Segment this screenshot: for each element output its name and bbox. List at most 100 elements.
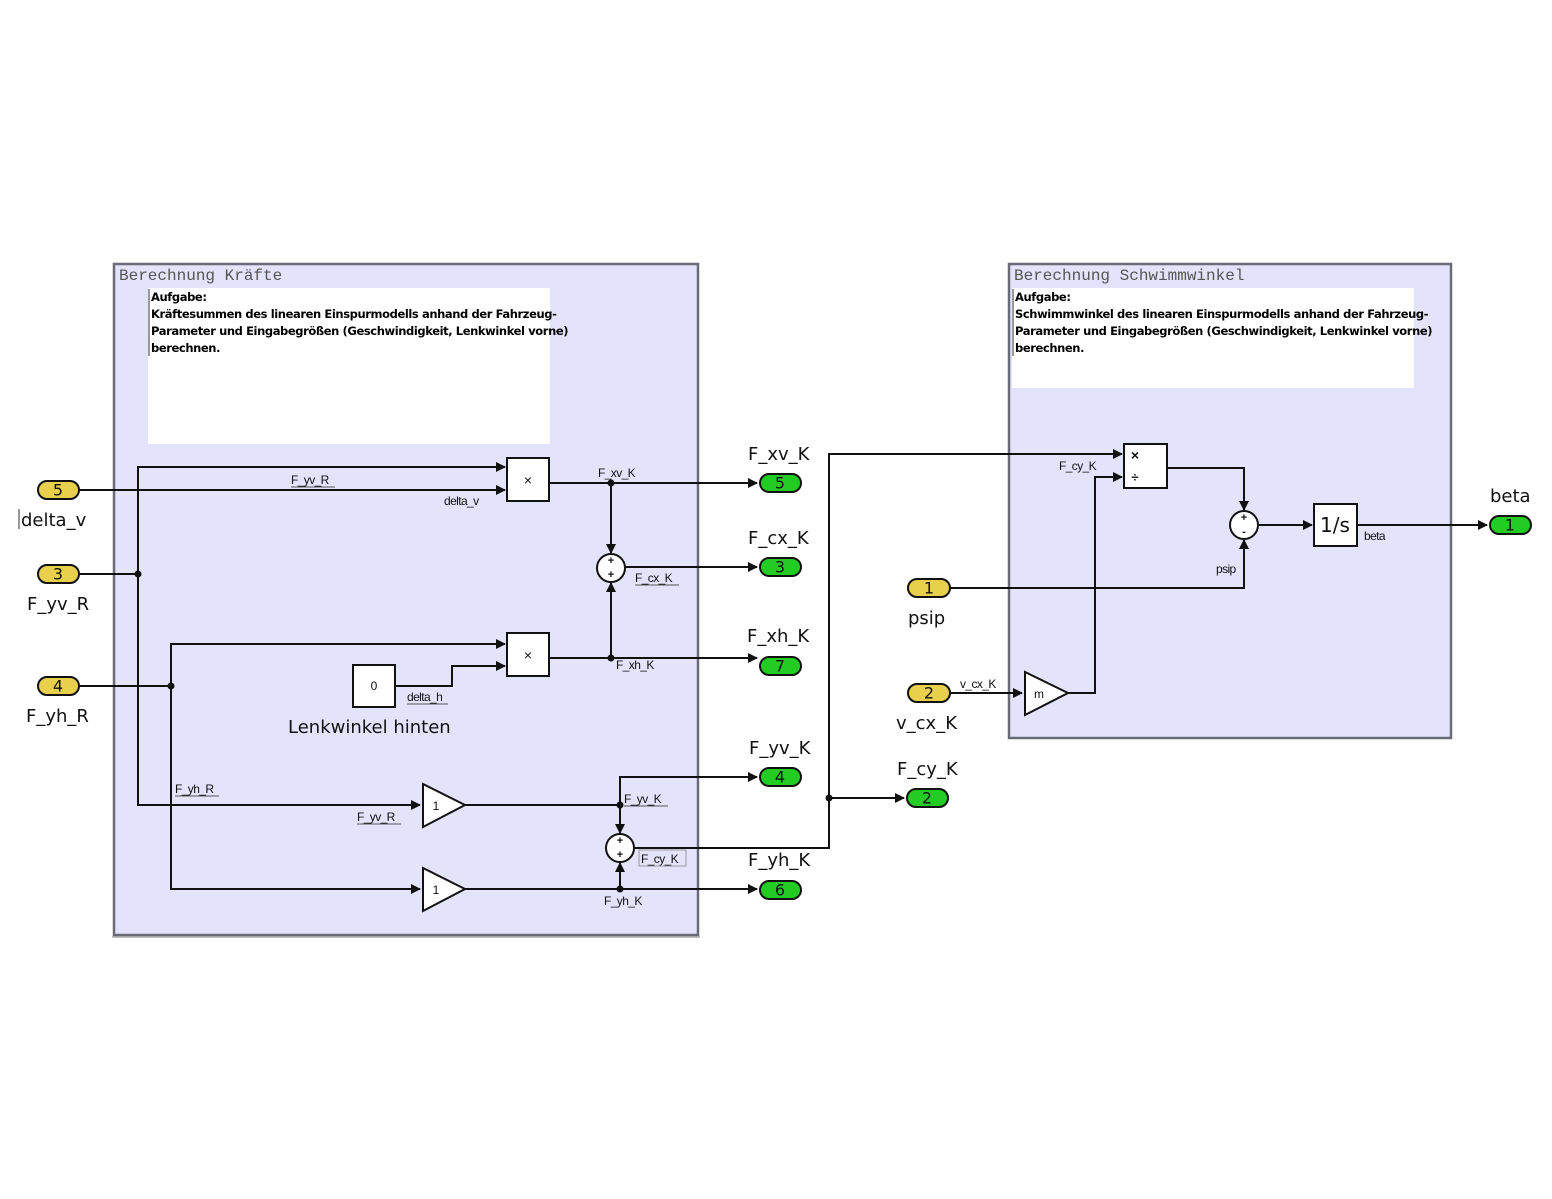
product-block-rear[interactable]: × — [506, 632, 550, 677]
block-body — [422, 782, 468, 829]
block-body — [1024, 670, 1071, 717]
signal-line-f-yv-k-out[interactable] — [619, 772, 758, 805]
signal-line-f-yh-r-bottom[interactable] — [170, 686, 421, 894]
port-label: F_yv_R — [27, 594, 89, 615]
signal-label[interactable]: F_yv_R — [357, 810, 396, 824]
signal-label[interactable]: psip — [1216, 562, 1237, 576]
area-title: Berechnung Kräfte — [119, 267, 282, 285]
port-number: 3 — [775, 558, 785, 577]
note-line: Parameter und Eingabegrößen (Geschwindig… — [151, 324, 568, 338]
block-body — [506, 457, 550, 502]
product-symbol: × — [524, 647, 532, 663]
inport-4[interactable]: 4 F_yh_R — [26, 676, 89, 728]
port-label: psip — [908, 608, 945, 629]
signal-lines — [79, 449, 1488, 894]
sum-sign: + — [608, 569, 614, 581]
block-body — [605, 833, 635, 863]
product-block-front[interactable]: × — [506, 457, 550, 502]
port-label: F_cy_K — [897, 759, 959, 780]
sum-block-beta[interactable]: + - — [1229, 510, 1259, 540]
port-number: 5 — [775, 474, 785, 493]
constant-block[interactable]: 0 Lenkwinkel hinten — [288, 664, 451, 738]
area-berechnung-schwimmwinkel[interactable]: Berechnung Schwimmwinkel Aufgabe: Schwim… — [1007, 262, 1453, 740]
divide-block[interactable]: × ÷ — [1123, 443, 1168, 489]
outport-4[interactable]: 4 F_yv_K — [749, 738, 812, 787]
block-body — [422, 866, 468, 913]
signal-line-psip[interactable] — [950, 539, 1249, 589]
outport-1[interactable]: 1 beta — [1489, 486, 1532, 535]
block-body — [1313, 503, 1358, 547]
branch-point — [167, 682, 175, 690]
signal-line-f-yv-r-bottom[interactable] — [137, 574, 421, 810]
signal-label[interactable]: F_yv_R — [291, 473, 330, 487]
signal-label[interactable]: beta — [1364, 529, 1386, 543]
signal-label[interactable]: delta_h — [407, 690, 443, 704]
outport-2[interactable]: 2 F_cy_K — [897, 759, 959, 808]
signal-line-delta-h[interactable] — [395, 661, 506, 687]
sum-sign: + — [1241, 512, 1247, 524]
inport-5[interactable]: 5 delta_v — [18, 480, 87, 532]
signal-label-frame — [638, 849, 687, 867]
annotation-note[interactable]: Aufgabe: Kräftesummen des linearen Einsp… — [148, 288, 569, 444]
note-line: Schwimmwinkel des linearen Einspurmodell… — [1015, 307, 1429, 321]
branch-points — [134, 479, 833, 893]
outport-body — [759, 767, 802, 787]
signal-label[interactable]: F_yh_R — [175, 782, 215, 796]
port-label: F_yh_K — [748, 850, 811, 871]
outport-body — [759, 473, 802, 493]
outport-7[interactable]: 7 F_xh_K — [747, 626, 810, 676]
outport-5[interactable]: 5 F_xv_K — [748, 444, 811, 493]
signal-label[interactable]: delta_v — [444, 494, 480, 508]
signal-label[interactable]: F_cy_K — [1059, 459, 1097, 473]
area-berechnung-kraefte[interactable]: Berechnung Kräfte Aufgabe: Kräftesummen … — [112, 262, 700, 938]
outport-body — [759, 880, 802, 900]
sum-sign: + — [608, 555, 614, 567]
gain-block-front[interactable]: 1 — [422, 782, 468, 829]
constant-caption: Lenkwinkel hinten — [288, 717, 451, 738]
outport-3[interactable]: 3 F_cx_K — [748, 528, 810, 577]
signal-label[interactable]: F_cy_K — [641, 852, 679, 866]
annotation-note[interactable]: Aufgabe: Schwimmwinkel des linearen Eins… — [1012, 288, 1433, 388]
inport-body — [37, 676, 80, 696]
block-body — [506, 632, 550, 677]
signal-label[interactable]: F_xv_K — [598, 466, 636, 480]
note-line: berechnen. — [151, 341, 220, 355]
block-body — [1123, 443, 1168, 489]
product-symbol: × — [524, 472, 532, 488]
signal-line-m-v[interactable] — [1068, 472, 1123, 694]
port-number: 6 — [775, 881, 785, 900]
inport-body — [37, 480, 80, 500]
port-label: beta — [1490, 486, 1531, 507]
integrator-block[interactable]: 1/s — [1313, 503, 1358, 547]
port-label: F_xv_K — [748, 444, 811, 465]
note-box — [1012, 288, 1414, 388]
signal-label[interactable]: F_yh_K — [604, 894, 643, 908]
port-number: 3 — [53, 565, 63, 584]
signal-line-f-cy-k[interactable] — [635, 449, 1123, 849]
signal-label[interactable]: F_xh_K — [616, 658, 655, 672]
outport-6[interactable]: 6 F_yh_K — [748, 850, 811, 900]
port-label: F_cx_K — [748, 528, 810, 549]
block-body — [352, 664, 396, 708]
signal-line-f-yh-r-top[interactable] — [170, 639, 506, 686]
port-number: 2 — [922, 789, 932, 808]
note-box — [148, 288, 550, 444]
gain-value: m — [1034, 687, 1044, 701]
signal-label[interactable]: v_cx_K — [960, 677, 997, 691]
inport-2[interactable]: 2 v_cx_K — [896, 683, 958, 735]
sum-sign: - — [1242, 526, 1246, 538]
signal-label[interactable]: F_yv_K — [624, 792, 662, 806]
gain-block-rear[interactable]: 1 — [422, 866, 468, 913]
port-number: 1 — [924, 579, 934, 598]
port-number: 5 — [53, 481, 63, 500]
signal-label[interactable]: F_cx_K — [635, 571, 673, 585]
gain-block-mass[interactable]: m — [1024, 670, 1071, 717]
sum-block-f-cy[interactable]: + + — [605, 833, 635, 863]
signal-line-divide-out[interactable] — [1167, 467, 1249, 511]
port-number: 2 — [924, 684, 934, 703]
signal-line-f-yv-r-top[interactable] — [137, 462, 506, 574]
sum-block-f-cx[interactable]: + + — [596, 553, 626, 583]
inport-1[interactable]: 1 psip — [907, 578, 951, 630]
inport-body — [37, 564, 80, 584]
inport-3[interactable]: 3 F_yv_R — [27, 564, 89, 616]
